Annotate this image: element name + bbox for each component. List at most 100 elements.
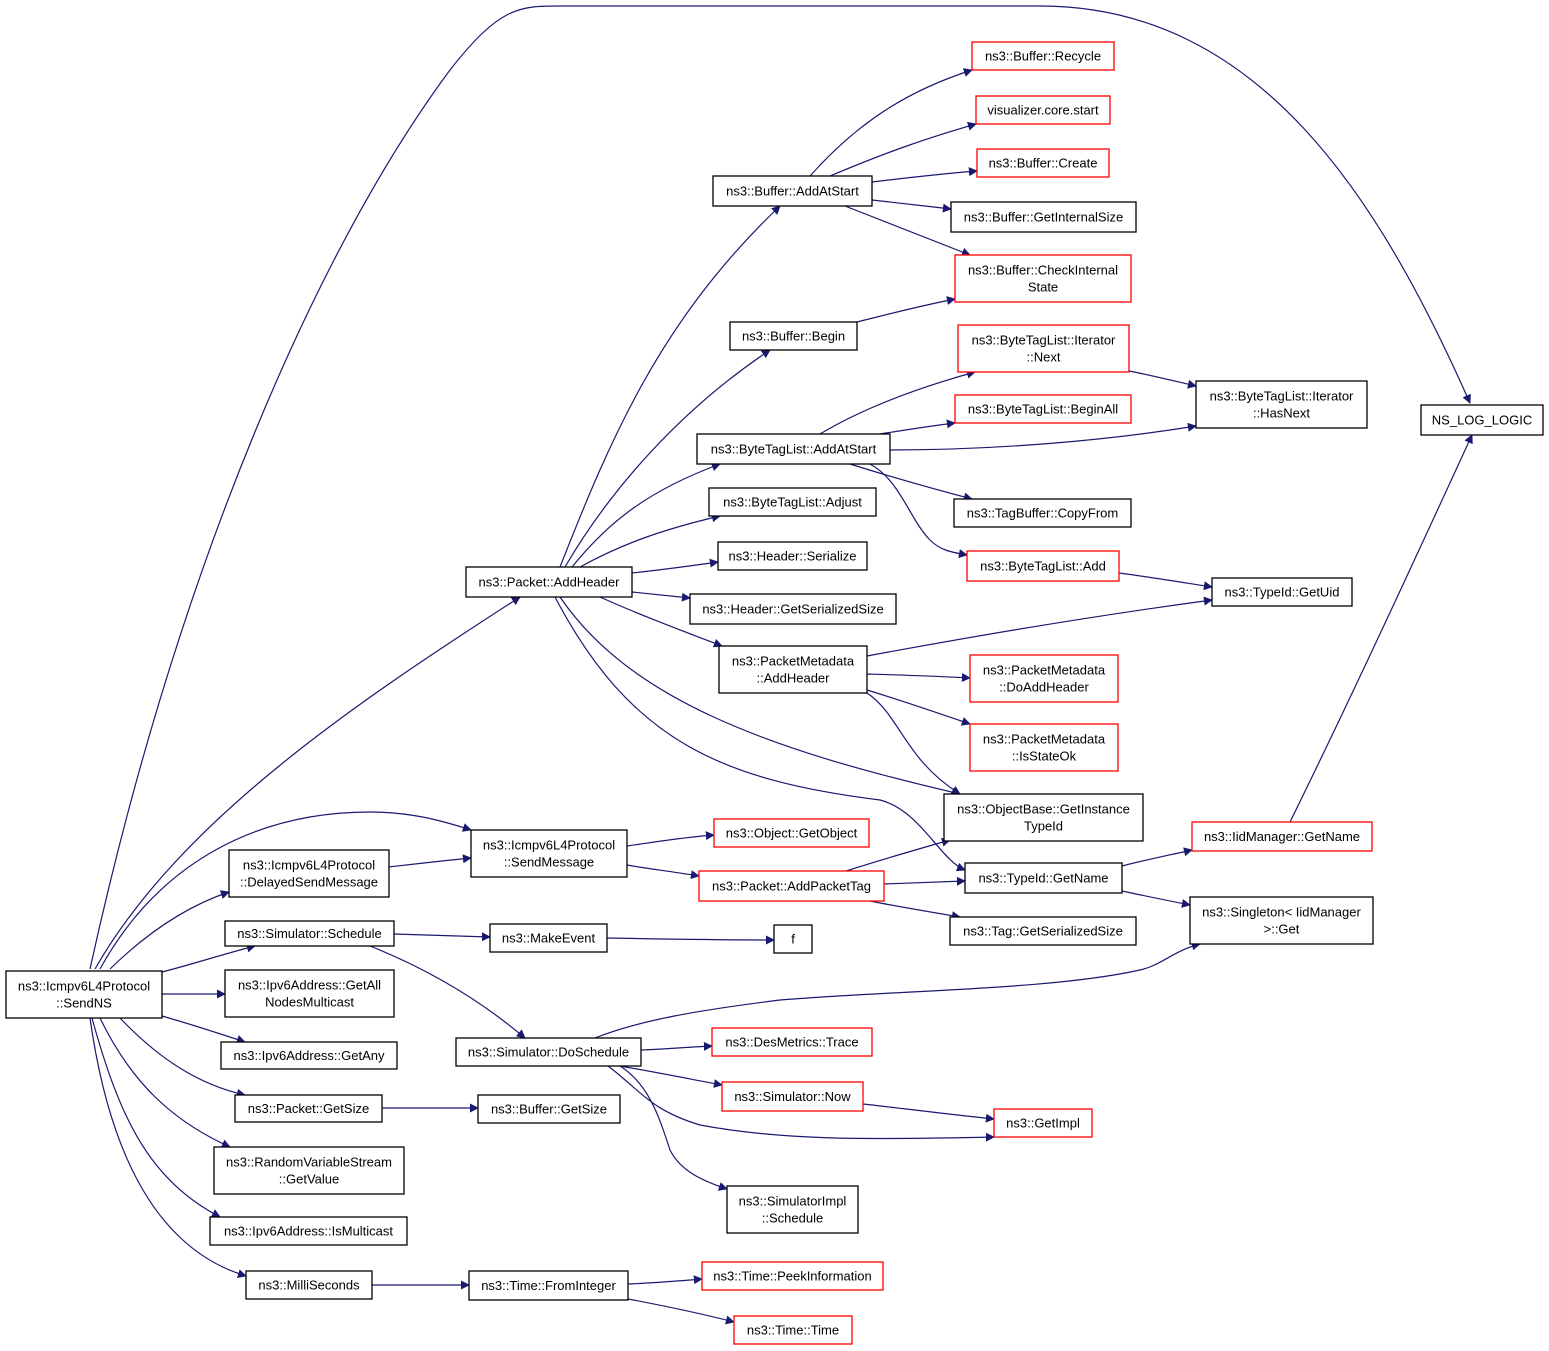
node-btlAddAtStart[interactable]: ns3::ByteTagList::AddAtStart	[696, 433, 891, 465]
edge-arrow	[91, 1017, 221, 1218]
edge-arrow	[866, 692, 961, 795]
node-label: ns3::Buffer::GetSize	[491, 1102, 607, 1117]
node-objGetObject[interactable]: ns3::Object::GetObject	[713, 818, 870, 848]
edge-arrow	[856, 296, 956, 323]
node-label: ns3::Simulator::DoSchedule	[468, 1045, 629, 1060]
node-label: ns3::RandomVariableStream	[226, 1155, 392, 1170]
node-timeTime[interactable]: ns3::Time::Time	[733, 1315, 853, 1345]
node-milliseconds[interactable]: ns3::MilliSeconds	[245, 1270, 373, 1300]
edge-arrow	[1121, 890, 1191, 908]
node-pktgetsize[interactable]: ns3::Packet::GetSize	[234, 1094, 383, 1123]
node-bufaddatstart[interactable]: ns3::Buffer::AddAtStart	[712, 175, 873, 207]
node-tagGetSerSize[interactable]: ns3::Tag::GetSerializedSize	[949, 916, 1137, 946]
nodes-layer: ns3::Icmpv6L4Protocol::SendNS NS_LOG_LOGI…	[5, 41, 1544, 1345]
node-box	[943, 793, 1144, 842]
node-box	[969, 723, 1119, 772]
edge-arrow	[879, 419, 956, 435]
node-getany[interactable]: ns3::Ipv6Address::GetAny	[220, 1041, 398, 1070]
node-singletonGet[interactable]: ns3::Singleton< IidManager>::Get	[1189, 896, 1374, 945]
node-label: ns3::Header::GetSerializedSize	[702, 602, 883, 617]
node-makeEvent[interactable]: ns3::MakeEvent	[489, 923, 608, 953]
node-doSchedule[interactable]: ns3::Simulator::DoSchedule	[455, 1037, 642, 1067]
node-box	[964, 862, 1123, 894]
edge-sendns-to-getany	[161, 1015, 246, 1044]
node-nslog[interactable]: NS_LOG_LOGIC	[1420, 404, 1544, 436]
node-typeIdGetName[interactable]: ns3::TypeId::GetName	[964, 862, 1123, 894]
node-label: ::Schedule	[762, 1211, 823, 1226]
node-box	[717, 541, 868, 571]
node-iidMgrGetName[interactable]: ns3::IidManager::GetName	[1191, 821, 1373, 852]
node-btlIterNext[interactable]: ns3::ByteTagList::Iterator::Next	[957, 324, 1130, 373]
node-hdrSerialize[interactable]: ns3::Header::Serialize	[717, 541, 868, 571]
node-btlAdjust[interactable]: ns3::ByteTagList::Adjust	[708, 487, 877, 517]
node-label: ns3::Ipv6Address::GetAll	[238, 978, 381, 993]
edge-pktAddPacketTag-to-typeIdGetName	[883, 876, 966, 886]
edge-bufaddatstart-to-vizStart	[829, 121, 977, 177]
edge-arrow	[869, 463, 968, 559]
edge-arrow	[871, 167, 978, 183]
node-pmDoAddHeader[interactable]: ns3::PacketMetadata::DoAddHeader	[969, 654, 1119, 703]
node-bufGetInternalSize[interactable]: ns3::Buffer::GetInternalSize	[950, 201, 1137, 233]
node-btlBeginAll[interactable]: ns3::ByteTagList::BeginAll	[954, 394, 1132, 424]
node-label: ::DelayedSendMessage	[240, 875, 378, 890]
edge-arrow	[606, 935, 775, 945]
node-hdrGetSerSize[interactable]: ns3::Header::GetSerializedSize	[689, 593, 897, 625]
node-box	[954, 254, 1132, 303]
node-delayed[interactable]: ns3::Icmpv6L4Protocol::DelayedSendMessag…	[228, 849, 390, 898]
node-label: visualizer.core.start	[987, 103, 1099, 118]
node-schedule[interactable]: ns3::Simulator::Schedule	[224, 920, 395, 947]
node-label: ::IsStateOk	[1012, 749, 1077, 764]
node-btlIterHasNext[interactable]: ns3::ByteTagList::Iterator::HasNext	[1195, 380, 1368, 429]
node-box	[713, 818, 870, 848]
node-pmAddHeader[interactable]: ns3::PacketMetadata::AddHeader	[718, 645, 868, 694]
edge-doSchedule-to-getImpl	[607, 1065, 995, 1142]
edge-pktAddPacketTag-to-objBaseGetInstance	[845, 837, 951, 872]
node-timePeekInfo[interactable]: ns3::Time::PeekInformation	[701, 1261, 884, 1291]
edge-arrow	[99, 1017, 231, 1148]
node-sendmsg[interactable]: ns3::Icmpv6L4Protocol::SendMessage	[470, 829, 628, 878]
node-tagBufCopyFrom[interactable]: ns3::TagBuffer::CopyFrom	[953, 498, 1132, 528]
node-box	[976, 148, 1110, 178]
node-box	[234, 1094, 383, 1123]
node-bufCreate[interactable]: ns3::Buffer::Create	[976, 148, 1110, 178]
edge-sendns-to-milliseconds	[89, 1017, 247, 1278]
node-sendns[interactable]: ns3::Icmpv6L4Protocol::SendNS	[5, 970, 163, 1019]
edge-pmAddHeader-to-typeIdGetUid	[866, 596, 1213, 657]
node-bufRecycle[interactable]: ns3::Buffer::Recycle	[971, 41, 1115, 71]
node-typeIdGetUid[interactable]: ns3::TypeId::GetUid	[1211, 577, 1353, 607]
edge-arrow	[844, 205, 971, 257]
edge-timeFromInteger-to-timePeekInfo	[627, 1275, 703, 1285]
edge-bufaddatstart-to-bufCheckInternal	[844, 205, 971, 257]
node-rvsgetvalue[interactable]: ns3::RandomVariableStream::GetValue	[213, 1146, 405, 1195]
node-btlAdd[interactable]: ns3::ByteTagList::Add	[966, 550, 1120, 582]
node-f[interactable]: f	[773, 924, 813, 954]
node-label: ns3::Icmpv6L4Protocol	[483, 838, 615, 853]
node-vizStart[interactable]: visualizer.core.start	[975, 95, 1111, 125]
edge-arrow	[631, 558, 719, 574]
node-getImpl[interactable]: ns3::GetImpl	[993, 1108, 1093, 1138]
node-bufbegin[interactable]: ns3::Buffer::Begin	[729, 321, 858, 351]
edge-btlAddAtStart-to-btlAdd	[869, 463, 968, 559]
node-pktAddPacketTag[interactable]: ns3::Packet::AddPacketTag	[698, 870, 885, 902]
node-pmIsStateOk[interactable]: ns3::PacketMetadata::IsStateOk	[969, 723, 1119, 772]
node-ismulticast[interactable]: ns3::Ipv6Address::IsMulticast	[209, 1216, 408, 1246]
node-box	[213, 1146, 405, 1195]
edge-arrow	[564, 349, 771, 568]
edge-arrow	[883, 876, 966, 886]
node-bufGetSize[interactable]: ns3::Buffer::GetSize	[477, 1094, 621, 1124]
node-simNow[interactable]: ns3::Simulator::Now	[721, 1081, 864, 1112]
node-simImplSchedule[interactable]: ns3::SimulatorImpl::Schedule	[726, 1185, 859, 1234]
node-desMetricsTrace[interactable]: ns3::DesMetrics::Trace	[711, 1027, 873, 1057]
node-label: f	[791, 932, 795, 947]
node-addheader[interactable]: ns3::Packet::AddHeader	[465, 566, 633, 598]
node-timeFromInteger[interactable]: ns3::Time::FromInteger	[468, 1270, 629, 1301]
node-label: ns3::Packet::AddHeader	[479, 575, 621, 590]
node-box	[477, 1094, 621, 1124]
node-label: >::Get	[1264, 922, 1300, 937]
edge-arrow	[866, 673, 971, 683]
node-label: ns3::ByteTagList::BeginAll	[968, 402, 1118, 417]
